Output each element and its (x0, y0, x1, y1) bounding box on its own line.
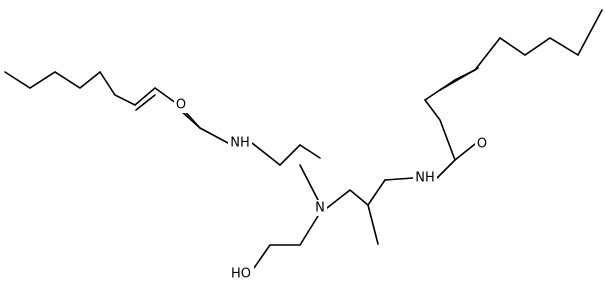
hydroxyl-label: HO (231, 267, 251, 282)
amide-nitrogen-left-label: NH (230, 136, 250, 151)
carbonyl-oxygen-left: O (174, 97, 188, 113)
atom-labels: O NH N NH O HO (174, 97, 489, 282)
bond-right-chain-1 (424, 99, 456, 161)
bond-right-backbone-1 (367, 179, 386, 206)
carbonyl-oxygen-right: O (475, 136, 489, 152)
bond-left-chain-3 (134, 86, 201, 129)
bond-left-ethyl-1 (251, 142, 281, 166)
bond-left-ethyl-2 (279, 144, 301, 166)
bond-hydroxyethyl-3 (253, 244, 271, 269)
bond-lines (4, 9, 603, 269)
bond-right-carbonyl-double (454, 143, 476, 161)
amide-nitrogen-left: NH (228, 135, 252, 151)
amide-nitrogen-right: NH (413, 170, 437, 186)
amine-nitrogen-center: N (313, 200, 327, 216)
bond-center-to-amine (299, 164, 319, 201)
carbonyl-oxygen-right-label: O (477, 137, 487, 152)
bond-right-chain-2 (474, 9, 603, 71)
carbonyl-oxygen-left-label: O (176, 98, 186, 113)
bond-left-alkene-double (135, 94, 156, 111)
bond-left-chain-2 (99, 71, 136, 106)
bond-right-amide-bond (436, 159, 456, 179)
bond-right-backbone-2 (384, 177, 414, 181)
bond-right-alkene-double (439, 67, 479, 91)
bond-center-branch-up (299, 144, 321, 159)
bond-hydroxyethyl-1 (299, 215, 319, 246)
amide-nitrogen-right-label: NH (415, 171, 435, 186)
bond-left-amide-bond (199, 127, 229, 144)
bond-left-chain-1 (4, 71, 101, 89)
bond-amine-to-right (326, 188, 369, 209)
hydroxyl-group: HO (228, 266, 254, 282)
amine-nitrogen-center-label: N (315, 201, 325, 216)
bond-right-methyl (367, 204, 379, 245)
